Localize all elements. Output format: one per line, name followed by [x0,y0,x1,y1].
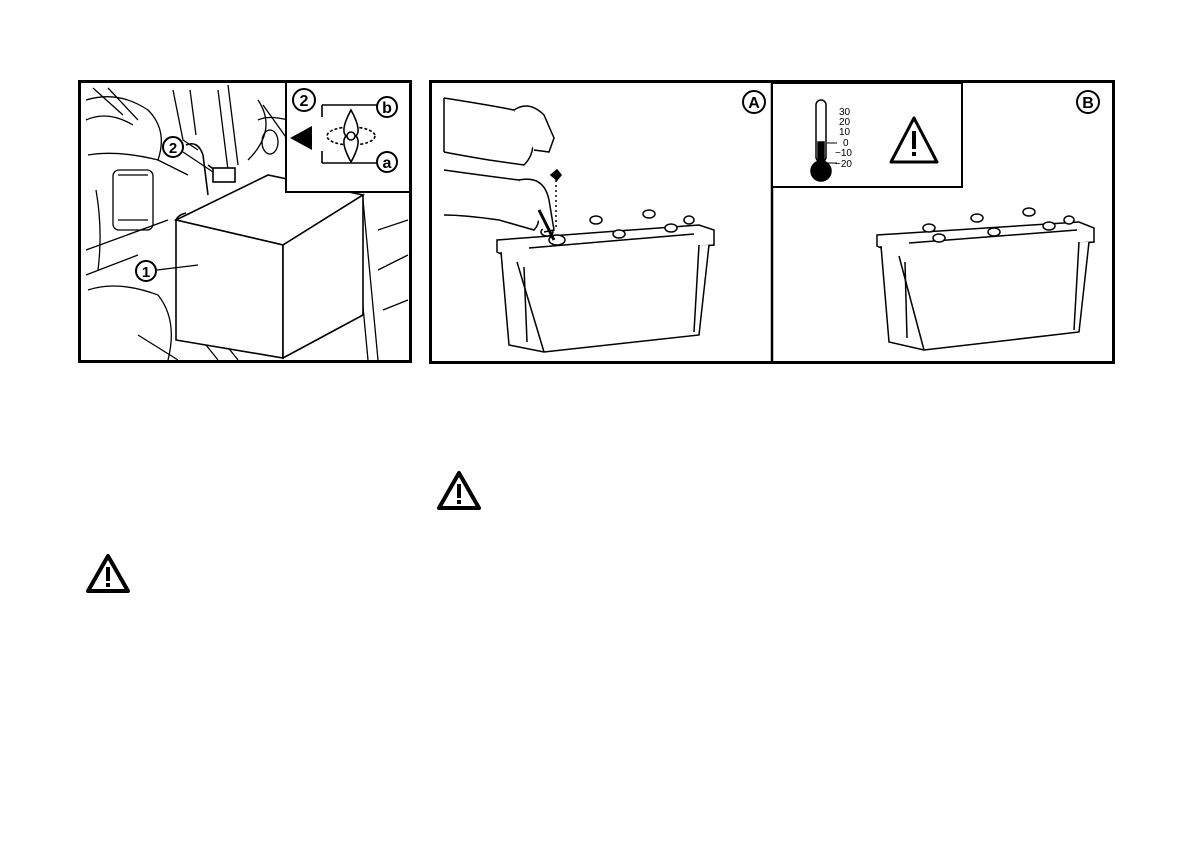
svg-text:−10: −10 [835,148,852,159]
svg-text:10: 10 [839,127,851,138]
callout-2: 2 [169,140,177,157]
panel-b-label: B [1082,95,1094,112]
battery-temperature-figure: A 30 20 10 0 −10 −20 B [429,80,1115,364]
inset-number: 2 [300,93,309,110]
inset-position-a: a [383,155,392,172]
warning-triangle-icon [85,552,131,594]
svg-text:−20: −20 [835,159,852,170]
callout-1: 1 [142,264,150,281]
inset-position-b: b [382,100,392,117]
panel-a-label: A [748,95,760,112]
warning-triangle-icon [436,469,482,511]
battery-compartment-figure: 1 2 2 b a [78,80,412,363]
